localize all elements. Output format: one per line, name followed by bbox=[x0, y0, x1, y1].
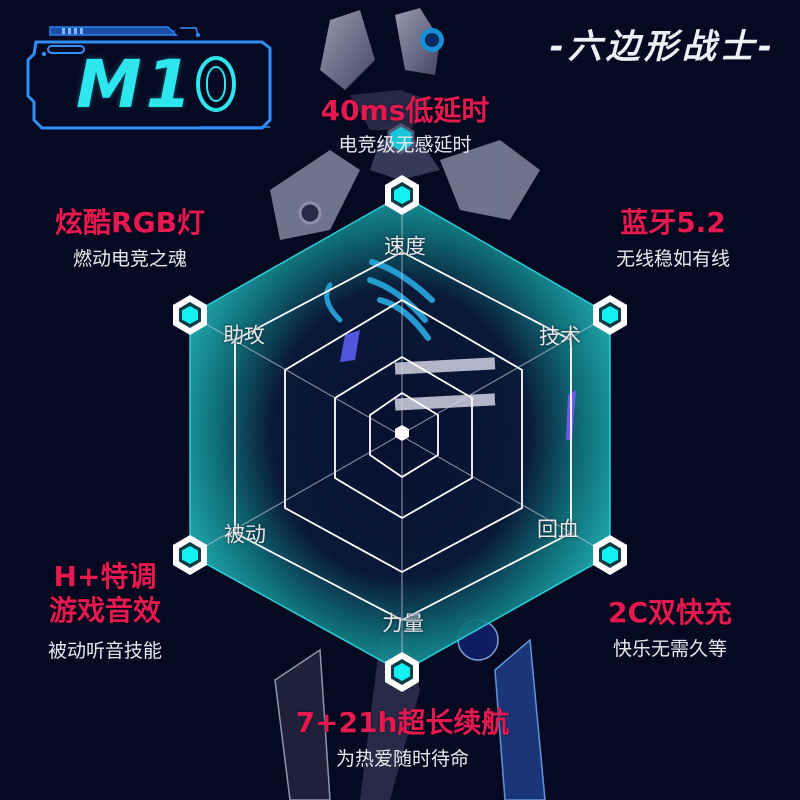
feature-bluetooth-title: 蓝牙5.2 bbox=[620, 206, 726, 239]
feature-game-audio-subtitle: 被动听音技能 bbox=[47, 640, 162, 662]
radar-center-marker bbox=[395, 425, 409, 441]
feature-bluetooth-subtitle: 无线稳如有线 bbox=[615, 248, 730, 270]
axis-label-power: 力量 bbox=[382, 611, 424, 636]
feature-rgb-title: 炫酷RGB灯 bbox=[55, 206, 205, 239]
feature-game-audio-title-line1: H+特调 bbox=[53, 560, 157, 593]
feature-latency-subtitle: 电竞级无感延时 bbox=[338, 134, 472, 156]
axis-label-technique: 技术 bbox=[539, 324, 581, 349]
axis-label-heal: 回血 bbox=[537, 517, 579, 542]
slogan-title: -六边形战士- bbox=[549, 27, 776, 67]
feature-fast-charge: 2C双快充 快乐无需久等 bbox=[590, 596, 750, 662]
feature-battery-subtitle: 为热爱随时待命 bbox=[335, 748, 469, 770]
feature-fast-charge-subtitle: 快乐无需久等 bbox=[612, 638, 727, 660]
product-logo: M1 bbox=[76, 46, 196, 123]
radar-nodes bbox=[173, 175, 627, 692]
feature-latency-title: 40ms低延时 bbox=[320, 94, 490, 127]
feature-battery-title: 7+21h超长续航 bbox=[295, 706, 510, 739]
node-icon-assist bbox=[173, 295, 207, 335]
feature-battery: 7+21h超长续航 为热爱随时待命 bbox=[290, 706, 515, 772]
feature-fast-charge-title: 2C双快充 bbox=[607, 596, 733, 629]
feature-bluetooth: 蓝牙5.2 无线稳如有线 bbox=[588, 206, 758, 272]
feature-rgb: 炫酷RGB灯 燃动电竞之魂 bbox=[45, 206, 215, 272]
feature-game-audio: H+特调 游戏音效 被动听音技能 bbox=[30, 560, 180, 664]
logo-frame bbox=[26, 26, 272, 130]
axis-label-passive: 被动 bbox=[224, 522, 266, 547]
axis-label-speed: 速度 bbox=[384, 234, 426, 259]
feature-latency: 40ms低延时 电竞级无感延时 bbox=[300, 94, 510, 158]
node-icon-heal bbox=[593, 535, 627, 575]
feature-rgb-subtitle: 燃动电竞之魂 bbox=[72, 248, 187, 270]
node-icon-speed bbox=[385, 175, 419, 215]
logo-zero-glyph bbox=[196, 56, 236, 112]
node-icon-power bbox=[385, 652, 419, 692]
node-icon-technique bbox=[593, 295, 627, 335]
axis-label-assist: 助攻 bbox=[223, 323, 265, 348]
node-icon-passive bbox=[173, 535, 207, 575]
feature-game-audio-title-line2: 游戏音效 bbox=[48, 594, 161, 627]
